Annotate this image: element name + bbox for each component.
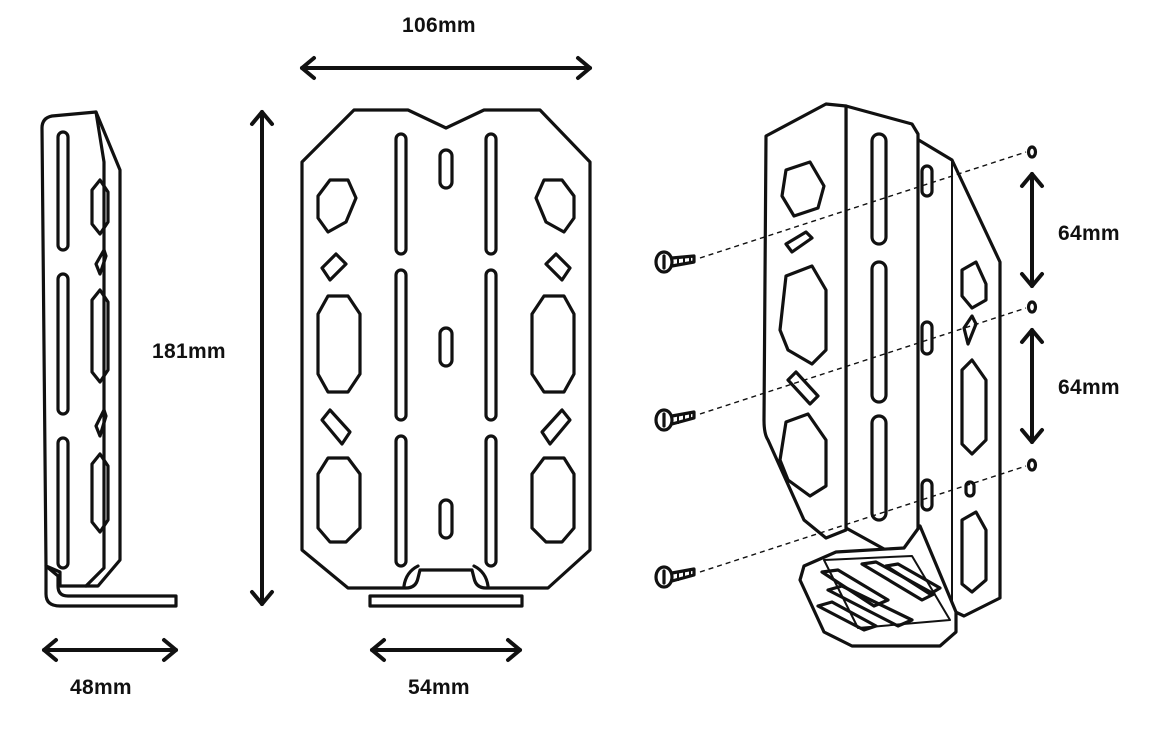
arrow-side-depth bbox=[42, 638, 178, 662]
arrow-front-base bbox=[370, 638, 522, 662]
dimension-front-base-label: 54mm bbox=[408, 676, 470, 699]
isometric-view bbox=[654, 102, 1038, 648]
dimension-arrows bbox=[42, 56, 1044, 662]
hole-marker-icon bbox=[1026, 458, 1038, 472]
dimension-top-width-label: 106mm bbox=[402, 14, 476, 37]
hole-marker-icon bbox=[1026, 145, 1038, 159]
side-view bbox=[40, 110, 178, 608]
arrow-spacing-lower bbox=[1020, 328, 1044, 444]
screw-icon bbox=[654, 408, 696, 432]
screw-icon bbox=[654, 250, 696, 274]
dimension-spacing-lower-label: 64mm bbox=[1058, 376, 1120, 399]
front-view bbox=[300, 108, 592, 608]
hole-marker-icon bbox=[1026, 300, 1038, 314]
dimension-side-depth-label: 48mm bbox=[70, 676, 132, 699]
screw-icon bbox=[654, 565, 696, 589]
arrow-height bbox=[250, 110, 274, 606]
arrow-spacing-upper bbox=[1020, 172, 1044, 288]
arrow-top-width bbox=[300, 56, 592, 80]
dimension-height-label: 181mm bbox=[152, 340, 226, 363]
dimension-spacing-upper-label: 64mm bbox=[1058, 222, 1120, 245]
